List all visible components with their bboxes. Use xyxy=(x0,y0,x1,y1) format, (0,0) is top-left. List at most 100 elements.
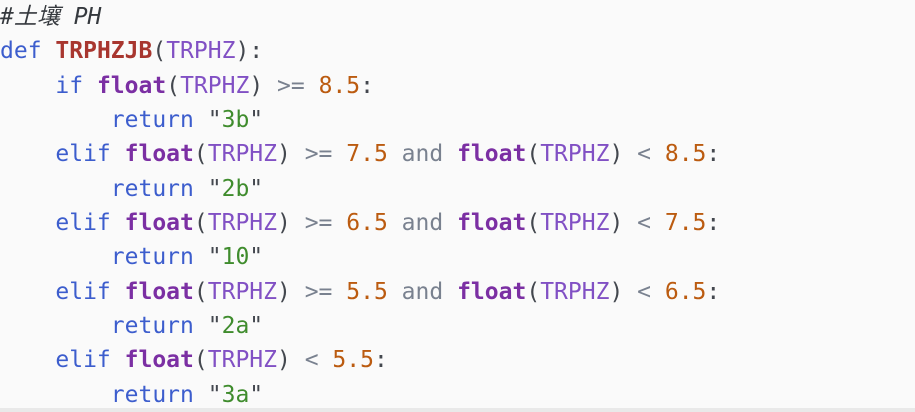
token-variable: TRPHZ xyxy=(207,278,277,305)
token-punctuation xyxy=(0,313,111,339)
token-keyword: elif xyxy=(55,347,111,374)
token-string-quote: " xyxy=(249,312,264,339)
token-punctuation xyxy=(0,244,111,270)
token-punctuation: ) xyxy=(249,72,278,99)
token-punctuation xyxy=(0,279,55,305)
token-punctuation: ) xyxy=(277,347,305,374)
token-punctuation xyxy=(0,382,111,408)
token-punctuation: ( xyxy=(526,278,541,305)
code-line: #土壤 PH xyxy=(0,0,915,34)
token-string-quote: " xyxy=(207,312,222,339)
token-punctuation xyxy=(651,141,665,167)
token-punctuation: : xyxy=(360,72,374,99)
token-punctuation xyxy=(0,210,55,236)
token-punctuation xyxy=(111,279,125,305)
token-operator: and xyxy=(401,141,444,168)
token-operator: and xyxy=(401,209,444,236)
code-line: return "10" xyxy=(0,240,915,274)
token-punctuation: : xyxy=(706,278,721,305)
token-punctuation xyxy=(651,279,665,305)
token-punctuation: ( xyxy=(193,278,208,305)
token-keyword: return xyxy=(110,244,194,271)
token-punctuation: ( xyxy=(526,209,541,236)
token-punctuation xyxy=(111,141,125,167)
token-punctuation: ) xyxy=(277,278,305,305)
token-string-content: 3a xyxy=(221,381,250,408)
code-line: elif float(TRPHZ) >= 7.5 and float(TRPHZ… xyxy=(0,137,915,171)
code-line: if float(TRPHZ) >= 8.5: xyxy=(0,69,915,103)
code-line: elif float(TRPHZ) >= 6.5 and float(TRPHZ… xyxy=(0,206,915,240)
token-number: 8.5 xyxy=(664,141,707,168)
token-builtin: float xyxy=(457,141,527,168)
token-punctuation xyxy=(0,107,111,133)
token-punctuation xyxy=(194,244,208,270)
token-punctuation xyxy=(111,210,125,236)
token-punctuation: : xyxy=(706,209,721,236)
token-string-quote: " xyxy=(249,381,264,408)
token-punctuation xyxy=(194,382,208,408)
token-punctuation xyxy=(319,347,333,373)
token-number: 6.5 xyxy=(664,278,707,305)
token-string-quote: " xyxy=(249,106,264,133)
token-punctuation xyxy=(0,347,55,373)
token-operator: < xyxy=(637,141,651,168)
token-punctuation xyxy=(388,210,402,236)
token-operator: >= xyxy=(304,141,333,168)
token-operator: < xyxy=(304,347,319,374)
token-function-name: TRPHZJB xyxy=(55,38,153,65)
token-keyword: return xyxy=(110,175,194,202)
token-punctuation: : xyxy=(373,347,388,374)
token-keyword: if xyxy=(55,72,84,99)
token-variable: TRPHZ xyxy=(166,38,236,65)
token-builtin: float xyxy=(457,278,527,305)
token-punctuation: ) xyxy=(277,141,305,168)
token-punctuation: : xyxy=(706,141,721,168)
token-punctuation: ( xyxy=(193,209,208,236)
code-line: return "2b" xyxy=(0,172,915,206)
token-punctuation xyxy=(332,141,346,167)
token-number: 5.5 xyxy=(346,278,388,305)
token-punctuation: ( xyxy=(152,38,167,65)
token-operator: >= xyxy=(304,209,333,236)
token-punctuation xyxy=(443,279,457,305)
code-line: return "3b" xyxy=(0,103,915,137)
token-builtin: float xyxy=(124,141,194,168)
token-punctuation xyxy=(332,210,346,236)
token-operator: < xyxy=(637,278,651,305)
token-number: 6.5 xyxy=(346,209,388,236)
token-variable: TRPHZ xyxy=(540,278,610,305)
token-punctuation xyxy=(388,279,402,305)
token-punctuation: ) xyxy=(277,209,305,236)
token-punctuation xyxy=(443,210,457,236)
token-punctuation xyxy=(194,176,208,202)
token-keyword: elif xyxy=(55,209,111,236)
token-string-quote: " xyxy=(249,244,264,271)
token-operator: < xyxy=(637,209,651,236)
token-variable: TRPHZ xyxy=(207,209,277,236)
token-punctuation xyxy=(42,38,56,64)
token-punctuation: ): xyxy=(235,38,264,65)
token-punctuation xyxy=(0,176,111,202)
token-number: 7.5 xyxy=(346,141,388,168)
token-operator: >= xyxy=(304,278,333,305)
code-line: return "3a" xyxy=(0,378,915,412)
token-operator: >= xyxy=(277,72,305,99)
code-block-bottom-edge xyxy=(0,408,915,412)
token-builtin: float xyxy=(96,72,167,99)
token-punctuation: ) xyxy=(609,209,638,236)
token-comment: #土壤 PH xyxy=(0,4,102,30)
token-variable: TRPHZ xyxy=(540,141,610,168)
token-builtin: float xyxy=(124,278,194,305)
token-string-content: 2a xyxy=(221,312,250,339)
token-keyword: elif xyxy=(55,141,111,168)
token-punctuation: ) xyxy=(609,141,638,168)
token-string-quote: " xyxy=(249,175,264,202)
token-string-content: 2b xyxy=(221,175,250,202)
token-builtin: float xyxy=(124,209,194,236)
token-punctuation xyxy=(0,73,55,99)
code-line: return "2a" xyxy=(0,309,915,343)
token-keyword: elif xyxy=(55,278,111,305)
token-punctuation xyxy=(388,141,402,167)
token-punctuation xyxy=(83,73,97,99)
